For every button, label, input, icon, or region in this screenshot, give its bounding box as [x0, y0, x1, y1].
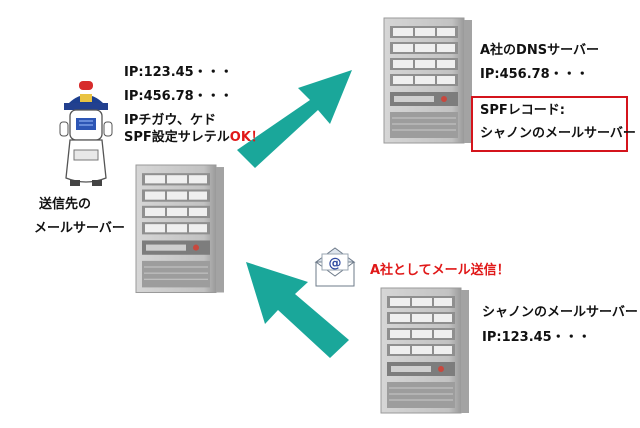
spf-record-box — [471, 96, 628, 152]
robot-note-line2: IP:456.78・・・ — [124, 89, 233, 104]
dns-server-title: A社のDNSサーバー — [480, 43, 599, 58]
recipient-label-line1: 送信先の — [39, 197, 92, 212]
mail-caption: A社としてメール送信！ — [370, 263, 510, 278]
recipient-label-line2: メールサーバー — [34, 221, 125, 236]
robot-police-icon — [59, 81, 113, 186]
dns-server-icon — [383, 17, 473, 144]
robot-note-line3: IPチガウ、ケド — [124, 113, 216, 128]
dns-server-ip: IP:456.78・・・ — [480, 67, 589, 82]
spf-record-value: シャノンのメールサーバー — [480, 126, 636, 141]
arrow-to-recipient-icon — [246, 262, 349, 358]
svg-text:@: @ — [329, 256, 342, 271]
sender-server-ip: IP:123.45・・・ — [482, 330, 591, 345]
robot-note-line4: SPF設定サレテルOK！ — [124, 131, 264, 144]
robot-note-spf: SPF設定サレテル — [124, 130, 230, 145]
recipient-server-icon — [135, 164, 225, 294]
sender-server-title: シャノンのメールサーバー — [482, 305, 638, 320]
mail-envelope-icon: @ — [314, 247, 356, 287]
spf-record-label: SPFレコード: — [480, 103, 565, 118]
robot-note-ok: OK！ — [229, 130, 264, 145]
arrow-to-dns-icon — [237, 70, 352, 168]
robot-note-line1: IP:123.45・・・ — [124, 65, 233, 80]
sender-server-icon — [380, 287, 470, 414]
